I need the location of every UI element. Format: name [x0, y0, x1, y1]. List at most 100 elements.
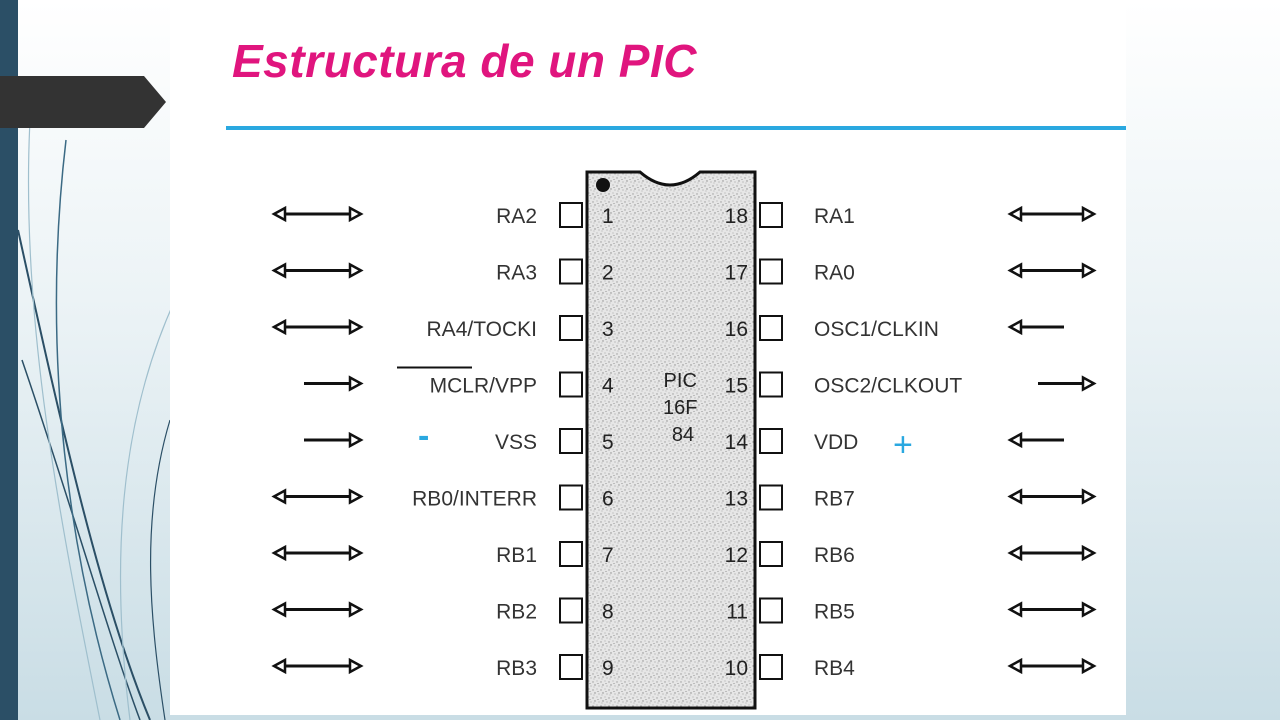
chip-label-line: PIC	[664, 370, 697, 392]
signal-direction-arrow	[1007, 318, 1064, 336]
arrowhead-right	[348, 544, 364, 562]
pin-number: 10	[725, 657, 748, 680]
pin-tab	[559, 202, 583, 228]
pin-number: 12	[725, 544, 748, 567]
right-pin-row: 10 RB4	[725, 654, 1097, 680]
pin-name: RA0	[814, 262, 855, 285]
pin-name: RB0/INTERR	[412, 488, 537, 511]
signal-direction-arrow	[304, 431, 364, 449]
arrowhead-right	[348, 431, 364, 449]
vss-minus-sign: -	[418, 417, 429, 455]
arrowhead-left	[271, 262, 287, 279]
arrowhead-right	[1081, 601, 1097, 618]
arrowhead-left	[1007, 488, 1023, 505]
right-pin-row: 13 RB7	[725, 484, 1097, 511]
left-pin-column: 1RA22RA33RA4/TOCKI4MCLR/VPP5VSS6RB0/INTE…	[271, 202, 614, 680]
signal-direction-arrow	[271, 262, 364, 279]
left-pin-row: 1 RA2	[271, 202, 614, 228]
right-pin-row: 18 RA1	[725, 202, 1097, 228]
arrowhead-left	[271, 601, 287, 618]
pin-tab	[559, 428, 583, 454]
pin-tab	[759, 202, 783, 228]
pin-name: RA2	[496, 205, 537, 228]
signal-direction-arrow	[1007, 544, 1097, 562]
arrowhead-left	[1007, 262, 1023, 279]
chip-label-line: 84	[672, 424, 694, 446]
signal-direction-arrow	[271, 318, 364, 336]
arrowhead-right	[1081, 657, 1097, 675]
pin-tab	[759, 484, 783, 511]
signal-direction-arrow	[1007, 488, 1097, 505]
arrowhead-right	[1081, 205, 1097, 223]
pin-name: RB7	[814, 488, 855, 511]
pin1-indicator-dot	[596, 178, 610, 192]
arrowhead-right	[1081, 488, 1097, 505]
signal-direction-arrow	[1038, 375, 1097, 392]
arrowhead-left	[271, 544, 287, 562]
pin-number: 8	[602, 601, 614, 624]
arrowhead-left	[271, 488, 287, 505]
signal-direction-arrow	[1007, 657, 1097, 675]
arrowhead-left	[271, 205, 287, 223]
arrowhead-right	[348, 488, 364, 505]
pin-name: RA4/TOCKI	[427, 318, 537, 341]
pin-name: RA3	[496, 262, 537, 285]
signal-direction-arrow	[1007, 601, 1097, 618]
pin-number: 11	[726, 601, 748, 624]
arrowhead-right	[348, 205, 364, 223]
arrowhead-right	[1081, 375, 1097, 392]
pin-name: RB3	[496, 657, 537, 680]
signal-direction-arrow	[1007, 205, 1097, 223]
decorative-lines	[17, 119, 176, 720]
signal-direction-arrow	[271, 657, 364, 675]
arrowhead-right	[348, 375, 364, 392]
arrowhead-left	[1007, 544, 1023, 562]
pin-name: MCLR/VPP	[430, 375, 537, 398]
arrowhead-right	[1081, 544, 1097, 562]
arrowhead-left	[271, 318, 287, 336]
pin-tab	[759, 428, 783, 454]
pin-tab	[759, 371, 783, 398]
left-pin-row: 4 MCLR/VPP	[304, 366, 614, 398]
arrowhead-left	[1007, 205, 1023, 223]
pin-name: RB4	[814, 657, 855, 680]
right-pin-row: 17 RA0	[725, 258, 1097, 285]
pin-number: 14	[725, 431, 749, 454]
pin-number: 13	[725, 488, 748, 511]
chip-label: PIC 16F 84	[663, 370, 703, 446]
pin-number: 18	[725, 205, 748, 228]
pin-number: 16	[725, 318, 748, 341]
arrowhead-right	[1081, 262, 1097, 279]
pin-name: VSS	[495, 431, 537, 454]
pin-name: OSC2/CLKOUT	[814, 375, 962, 398]
signal-direction-arrow	[271, 488, 364, 505]
signal-direction-arrow	[271, 544, 364, 562]
pin-number: 2	[602, 262, 614, 285]
slide-tab-arrow	[0, 76, 166, 128]
pin-tab	[559, 258, 583, 285]
pin-tab	[559, 654, 583, 680]
pin-number: 4	[602, 375, 614, 398]
signal-direction-arrow	[1007, 262, 1097, 279]
pin-tab	[759, 315, 783, 341]
pin-name: RA1	[814, 205, 855, 228]
left-pin-row: 9 RB3	[271, 654, 614, 680]
arrowhead-right	[348, 318, 364, 336]
pin-number: 9	[602, 657, 614, 680]
pin-tab	[559, 484, 583, 511]
pin-number: 17	[725, 262, 748, 285]
signal-direction-arrow	[1007, 431, 1064, 449]
pin-tab	[759, 654, 783, 680]
pin-number: 1	[602, 205, 614, 228]
chip-body	[585, 170, 757, 710]
arrowhead-left	[1007, 431, 1023, 449]
signal-direction-arrow	[304, 375, 364, 392]
